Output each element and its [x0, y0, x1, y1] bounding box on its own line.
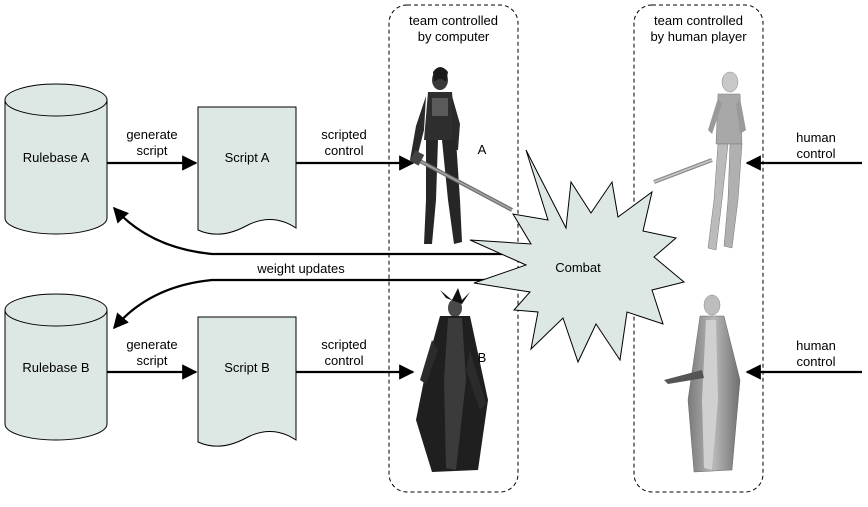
feedback-arrow-a — [112, 206, 525, 256]
scripted-control-label-a: scripted control — [321, 127, 367, 158]
human-fighter-figure — [653, 71, 746, 251]
rulebase-a-cylinder — [4, 83, 108, 235]
scripted-control-label-b: scripted control — [321, 337, 367, 368]
script-a-document — [197, 106, 297, 235]
character-b-label: B — [477, 350, 487, 365]
weight-updates-label: weight updates — [257, 261, 345, 276]
human-control-label-b: human control — [796, 338, 836, 369]
script-b-label: Script B — [224, 360, 270, 375]
team-human-title: team controlled by human player — [650, 13, 747, 44]
rulebase-a-label: Rulebase A — [22, 150, 90, 165]
rulebase-b-cylinder — [4, 293, 108, 441]
fighter-a-figure — [409, 67, 513, 244]
mage-b-figure — [416, 288, 488, 472]
human-control-label-a: human control — [796, 130, 836, 161]
combat-burst — [469, 149, 686, 364]
script-a-label: Script A — [224, 150, 270, 165]
generate-script-label-b: generate script — [126, 337, 178, 368]
rulebase-b-label: Rulebase B — [22, 360, 90, 375]
combat-label: Combat — [555, 260, 601, 275]
character-a-label: A — [477, 142, 487, 157]
team-computer-title: team controlled by computer — [409, 13, 498, 44]
script-b-document — [197, 316, 297, 447]
human-mage-figure — [664, 294, 741, 473]
generate-script-label-a: generate script — [126, 127, 178, 158]
feedback-arrow-b — [112, 278, 520, 330]
